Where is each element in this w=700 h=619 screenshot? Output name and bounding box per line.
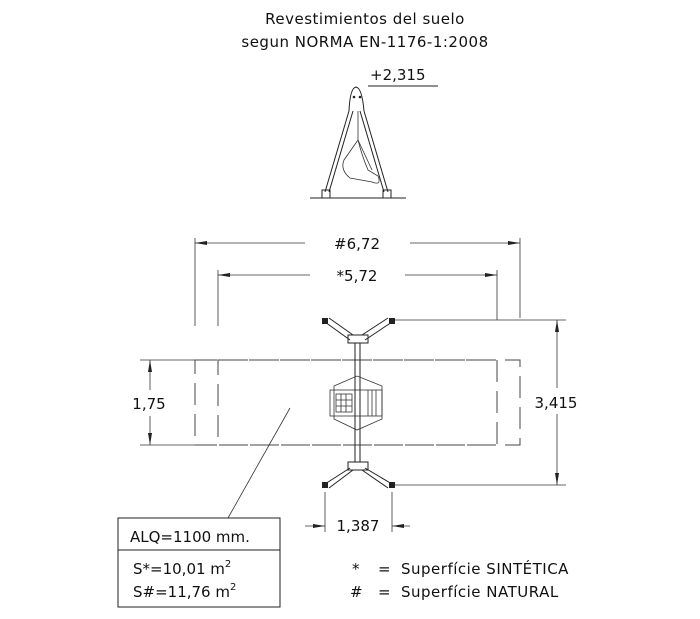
unit-exponent: 2	[230, 582, 236, 593]
height-label: +2,315	[370, 66, 426, 84]
legend-symbol: *	[352, 560, 360, 578]
legend-symbol: #	[350, 583, 363, 601]
base-width-dimension: 1,387	[305, 492, 410, 535]
synthetic-area: S*=10,01 m	[133, 560, 225, 578]
natural-area: S#=11,76 m	[133, 583, 230, 601]
svg-text:S#=11,76 m2: S#=11,76 m2	[133, 582, 236, 601]
natural-surface-area	[194, 359, 521, 446]
svg-text:S*=10,01 m2: S*=10,01 m2	[133, 559, 231, 578]
synthetic-surface-area	[217, 359, 498, 446]
title-line-2: segun NORMA EN-1176-1:2008	[241, 33, 488, 51]
natural-width-dimension: #6,72	[194, 235, 521, 326]
title-line-1: Revestimientos del suelo	[265, 10, 465, 28]
depth-label: 1,75	[132, 395, 165, 413]
legend-synthetic: Superfície SINTÉTICA	[401, 559, 569, 578]
length-dimension: 3,415	[390, 319, 578, 486]
height-info: ALQ=1100 mm.	[130, 528, 250, 546]
swing-top-view	[322, 317, 395, 489]
depth-dimension: 1,75	[132, 359, 195, 446]
info-box: ALQ=1100 mm. S*=10,01 m2 S#=11,76 m2	[117, 517, 281, 608]
synthetic-width-dimension: *5,72	[217, 267, 498, 326]
swing-side-view: +2,315	[310, 66, 438, 199]
leader-line	[227, 407, 291, 519]
natural-width-label: #6,72	[334, 235, 380, 253]
base-width-label: 1,387	[337, 517, 380, 535]
synthetic-width-label: *5,72	[337, 267, 378, 285]
legend-natural: Superfície NATURAL	[401, 583, 559, 601]
legend: * = Superfície SINTÉTICA # = Superfície …	[350, 559, 569, 601]
legend-eq: =	[378, 560, 391, 578]
legend-eq: =	[378, 583, 391, 601]
unit-exponent: 2	[225, 559, 231, 570]
length-label: 3,415	[535, 394, 578, 412]
